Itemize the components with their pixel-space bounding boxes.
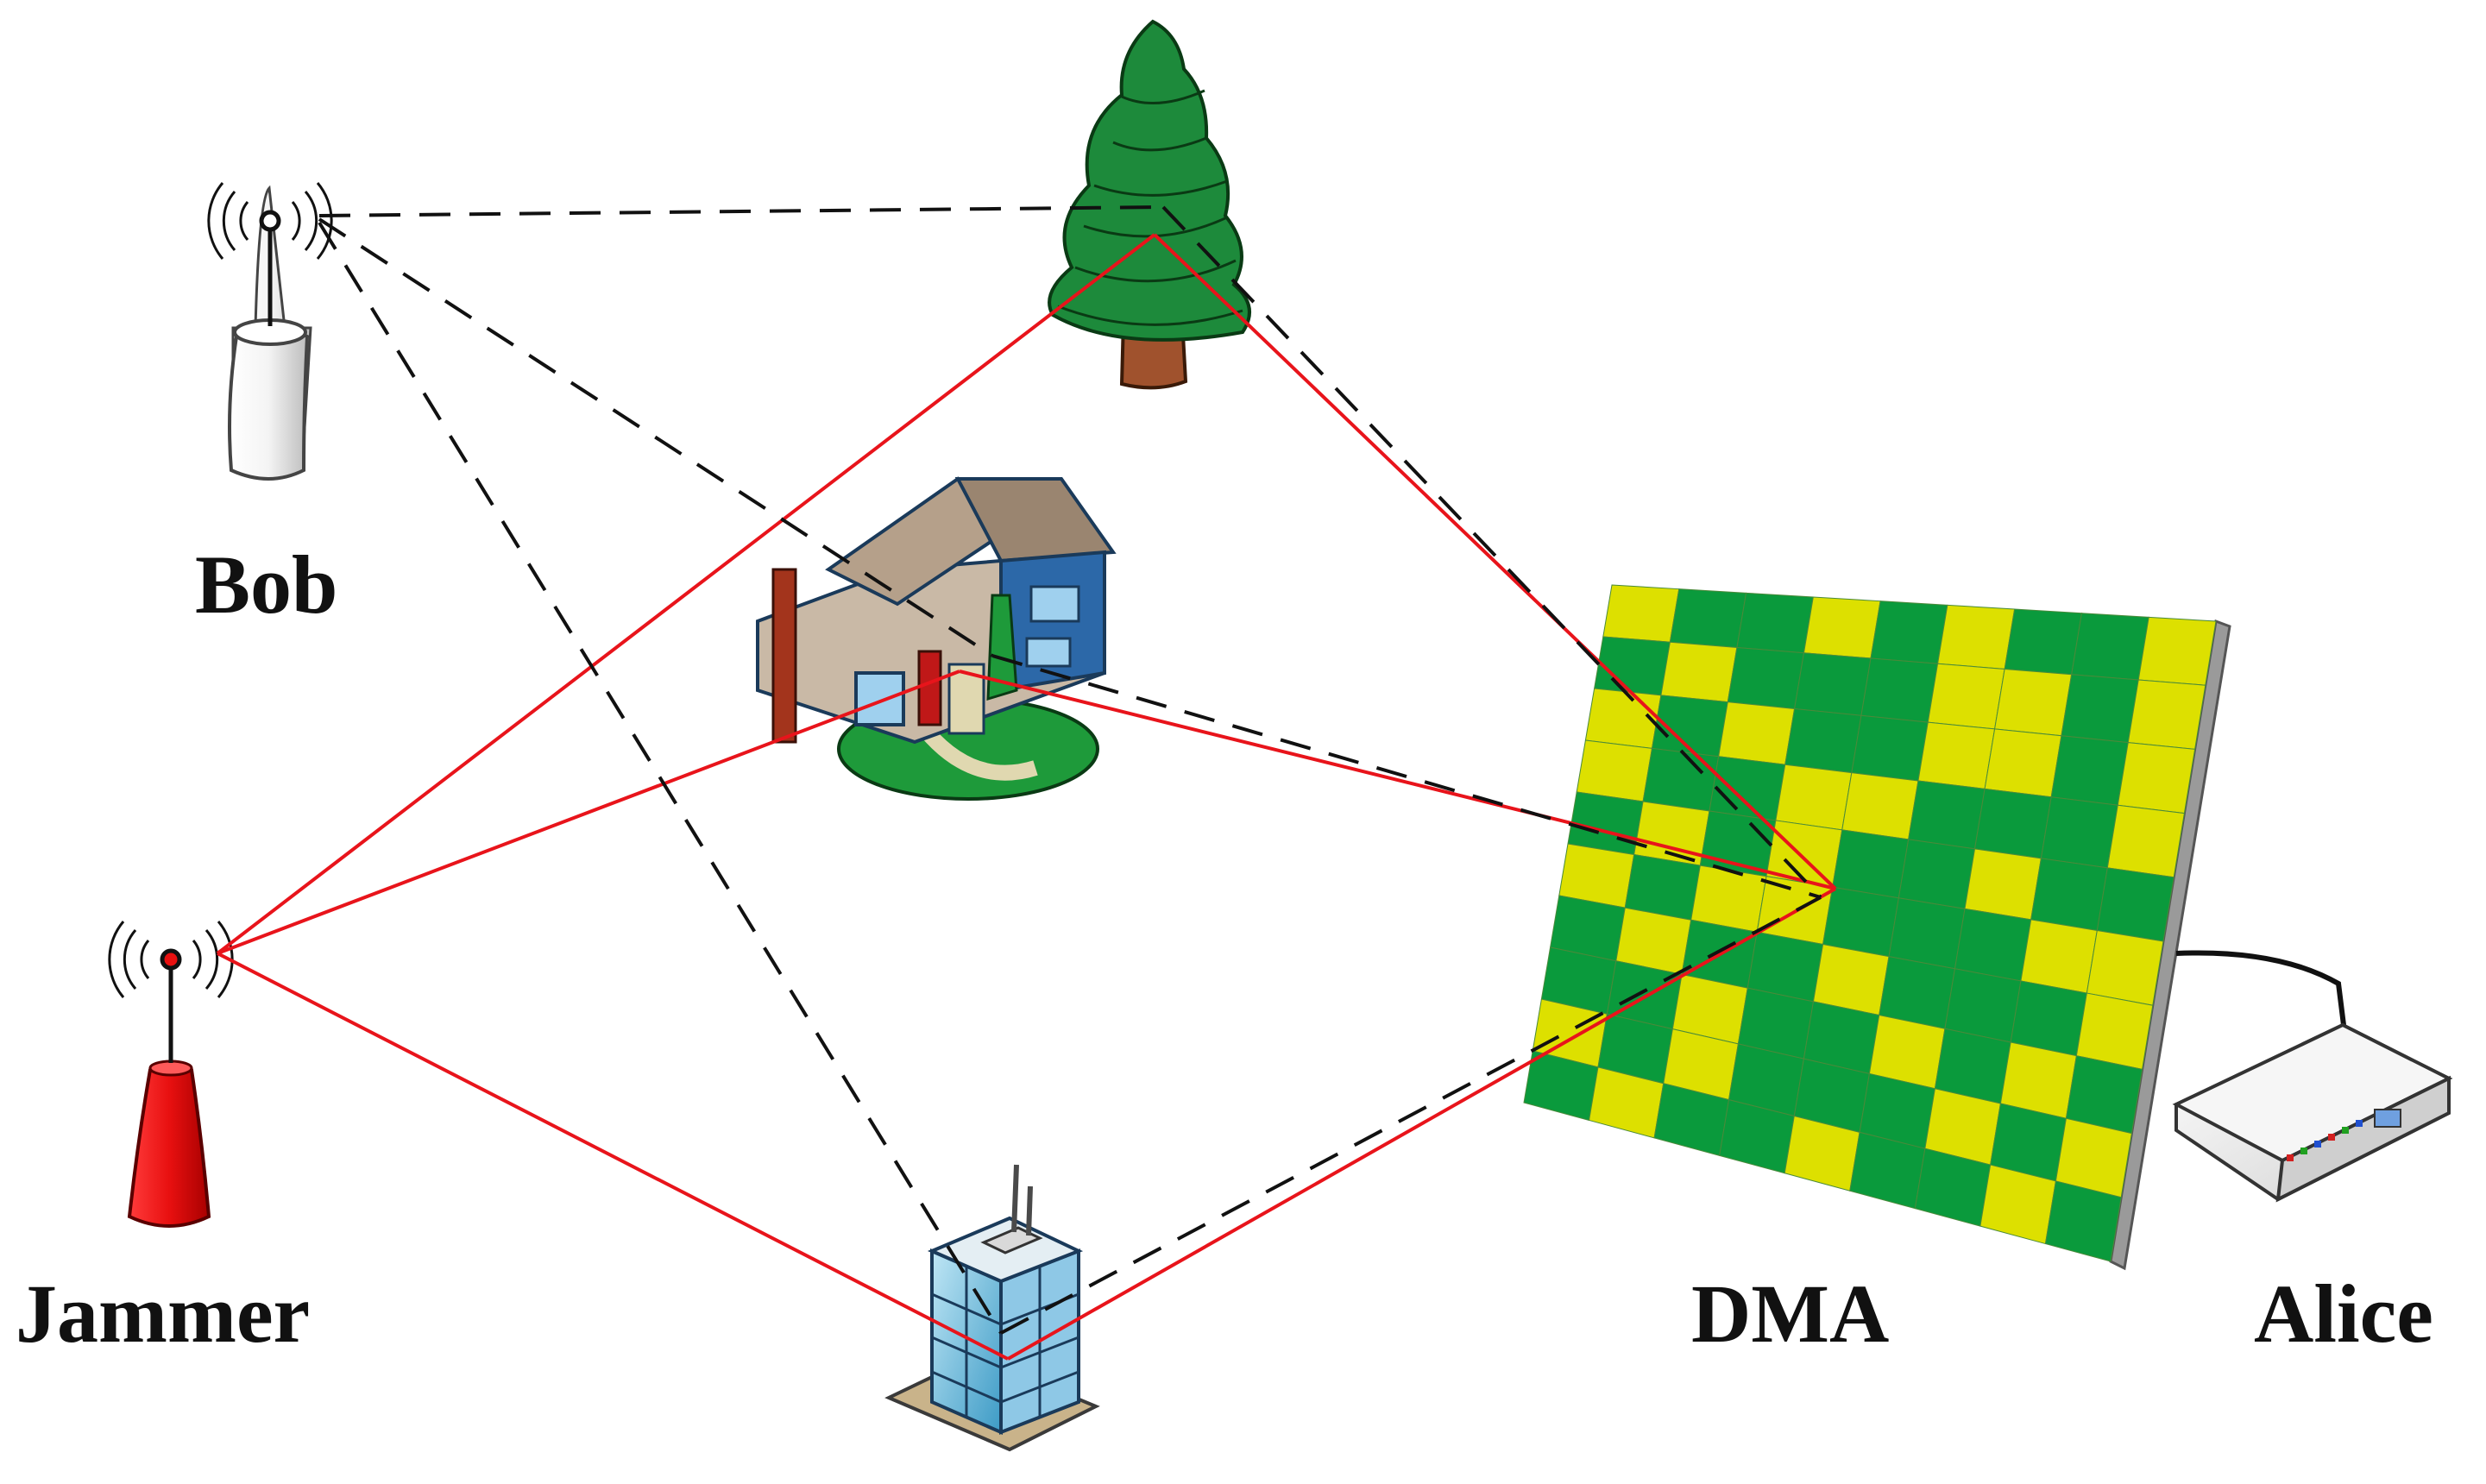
dma-cell — [1860, 657, 1939, 723]
dma-cell — [1841, 772, 1919, 840]
dma-cell — [1908, 780, 1986, 850]
dma-cell — [2117, 742, 2196, 814]
dma-cell — [2096, 867, 2174, 942]
dma-cell-grid — [1523, 584, 2217, 1262]
dma-cell — [1660, 641, 1738, 703]
dma-cell — [2030, 858, 2108, 932]
dma-cell — [1994, 668, 2073, 737]
dma-cell — [2044, 1180, 2122, 1262]
dma-cell — [2127, 679, 2206, 750]
dma-panel-icon — [1523, 584, 2231, 1271]
dma-cell — [2004, 608, 2083, 676]
dma-cell — [1870, 601, 1948, 664]
tree-icon — [1048, 19, 1251, 390]
office-building-icon — [884, 1164, 1100, 1452]
jammer-to-tree-path — [216, 233, 1156, 955]
dma-cell — [2040, 796, 2118, 869]
dma-cell — [1803, 596, 1881, 659]
dma-cell — [1775, 764, 1853, 831]
dma-cell — [1888, 897, 1966, 970]
dma-cell — [1973, 788, 2052, 859]
dma-cell — [1709, 756, 1786, 821]
dma-cell — [1832, 829, 1910, 899]
dma-cell — [1602, 584, 1680, 643]
bob-label: Bob — [195, 538, 338, 631]
dma-cell — [1718, 701, 1796, 765]
dma-cell — [1794, 652, 1872, 716]
dma-cell — [1954, 908, 2032, 982]
dma-cell — [2061, 674, 2139, 744]
dma-cell — [1936, 604, 2016, 670]
dma-cell — [1727, 646, 1805, 710]
dma-cell — [2071, 613, 2149, 681]
building-to-dma-path — [1007, 887, 1836, 1361]
bob-to-tree-path — [318, 205, 1164, 217]
bob-antenna-icon — [207, 182, 333, 481]
alice-router-device-icon — [2172, 950, 2453, 1203]
house-to-dma-dashed-path — [991, 654, 1822, 899]
dma-cell — [1851, 714, 1929, 782]
bob-to-building-path — [318, 221, 1003, 1335]
jammer-to-building-path — [217, 952, 1009, 1361]
alice-label: Alice — [2254, 1267, 2433, 1360]
dma-cell — [1784, 707, 1862, 774]
house-to-dma-path — [959, 670, 1836, 890]
dma-cell — [2050, 735, 2129, 806]
house-icon — [756, 476, 1117, 801]
bob-to-house-path — [318, 217, 994, 657]
jammer-label: Jammer — [16, 1267, 311, 1360]
bob-signal-paths — [318, 205, 1822, 1335]
dma-cell — [1927, 663, 2005, 730]
dma-cell — [2086, 929, 2164, 1006]
dma-cell — [2137, 616, 2217, 686]
dma-cell — [1765, 820, 1843, 888]
tree-to-dma-dashed-path — [1161, 205, 1822, 899]
tree-to-dma-path — [1153, 233, 1837, 890]
dma-cell — [1736, 592, 1814, 654]
dma-cell — [1917, 721, 1996, 789]
jammer-to-house-path — [217, 670, 960, 955]
dma-cell — [2106, 804, 2185, 878]
jammer-antenna-icon — [108, 921, 234, 1228]
dma-cell — [2020, 919, 2098, 994]
dma-cell — [1898, 839, 1976, 909]
jammer-signal-paths — [216, 233, 1837, 1361]
dma-cell — [1964, 848, 2042, 921]
dma-label: DMA — [1691, 1267, 1890, 1360]
dma-cell — [1642, 747, 1720, 812]
dma-cell — [1576, 739, 1653, 802]
dma-cell — [1984, 728, 2062, 798]
building-to-dma-dashed-path — [1000, 896, 1822, 1335]
dma-cell — [1669, 588, 1747, 649]
